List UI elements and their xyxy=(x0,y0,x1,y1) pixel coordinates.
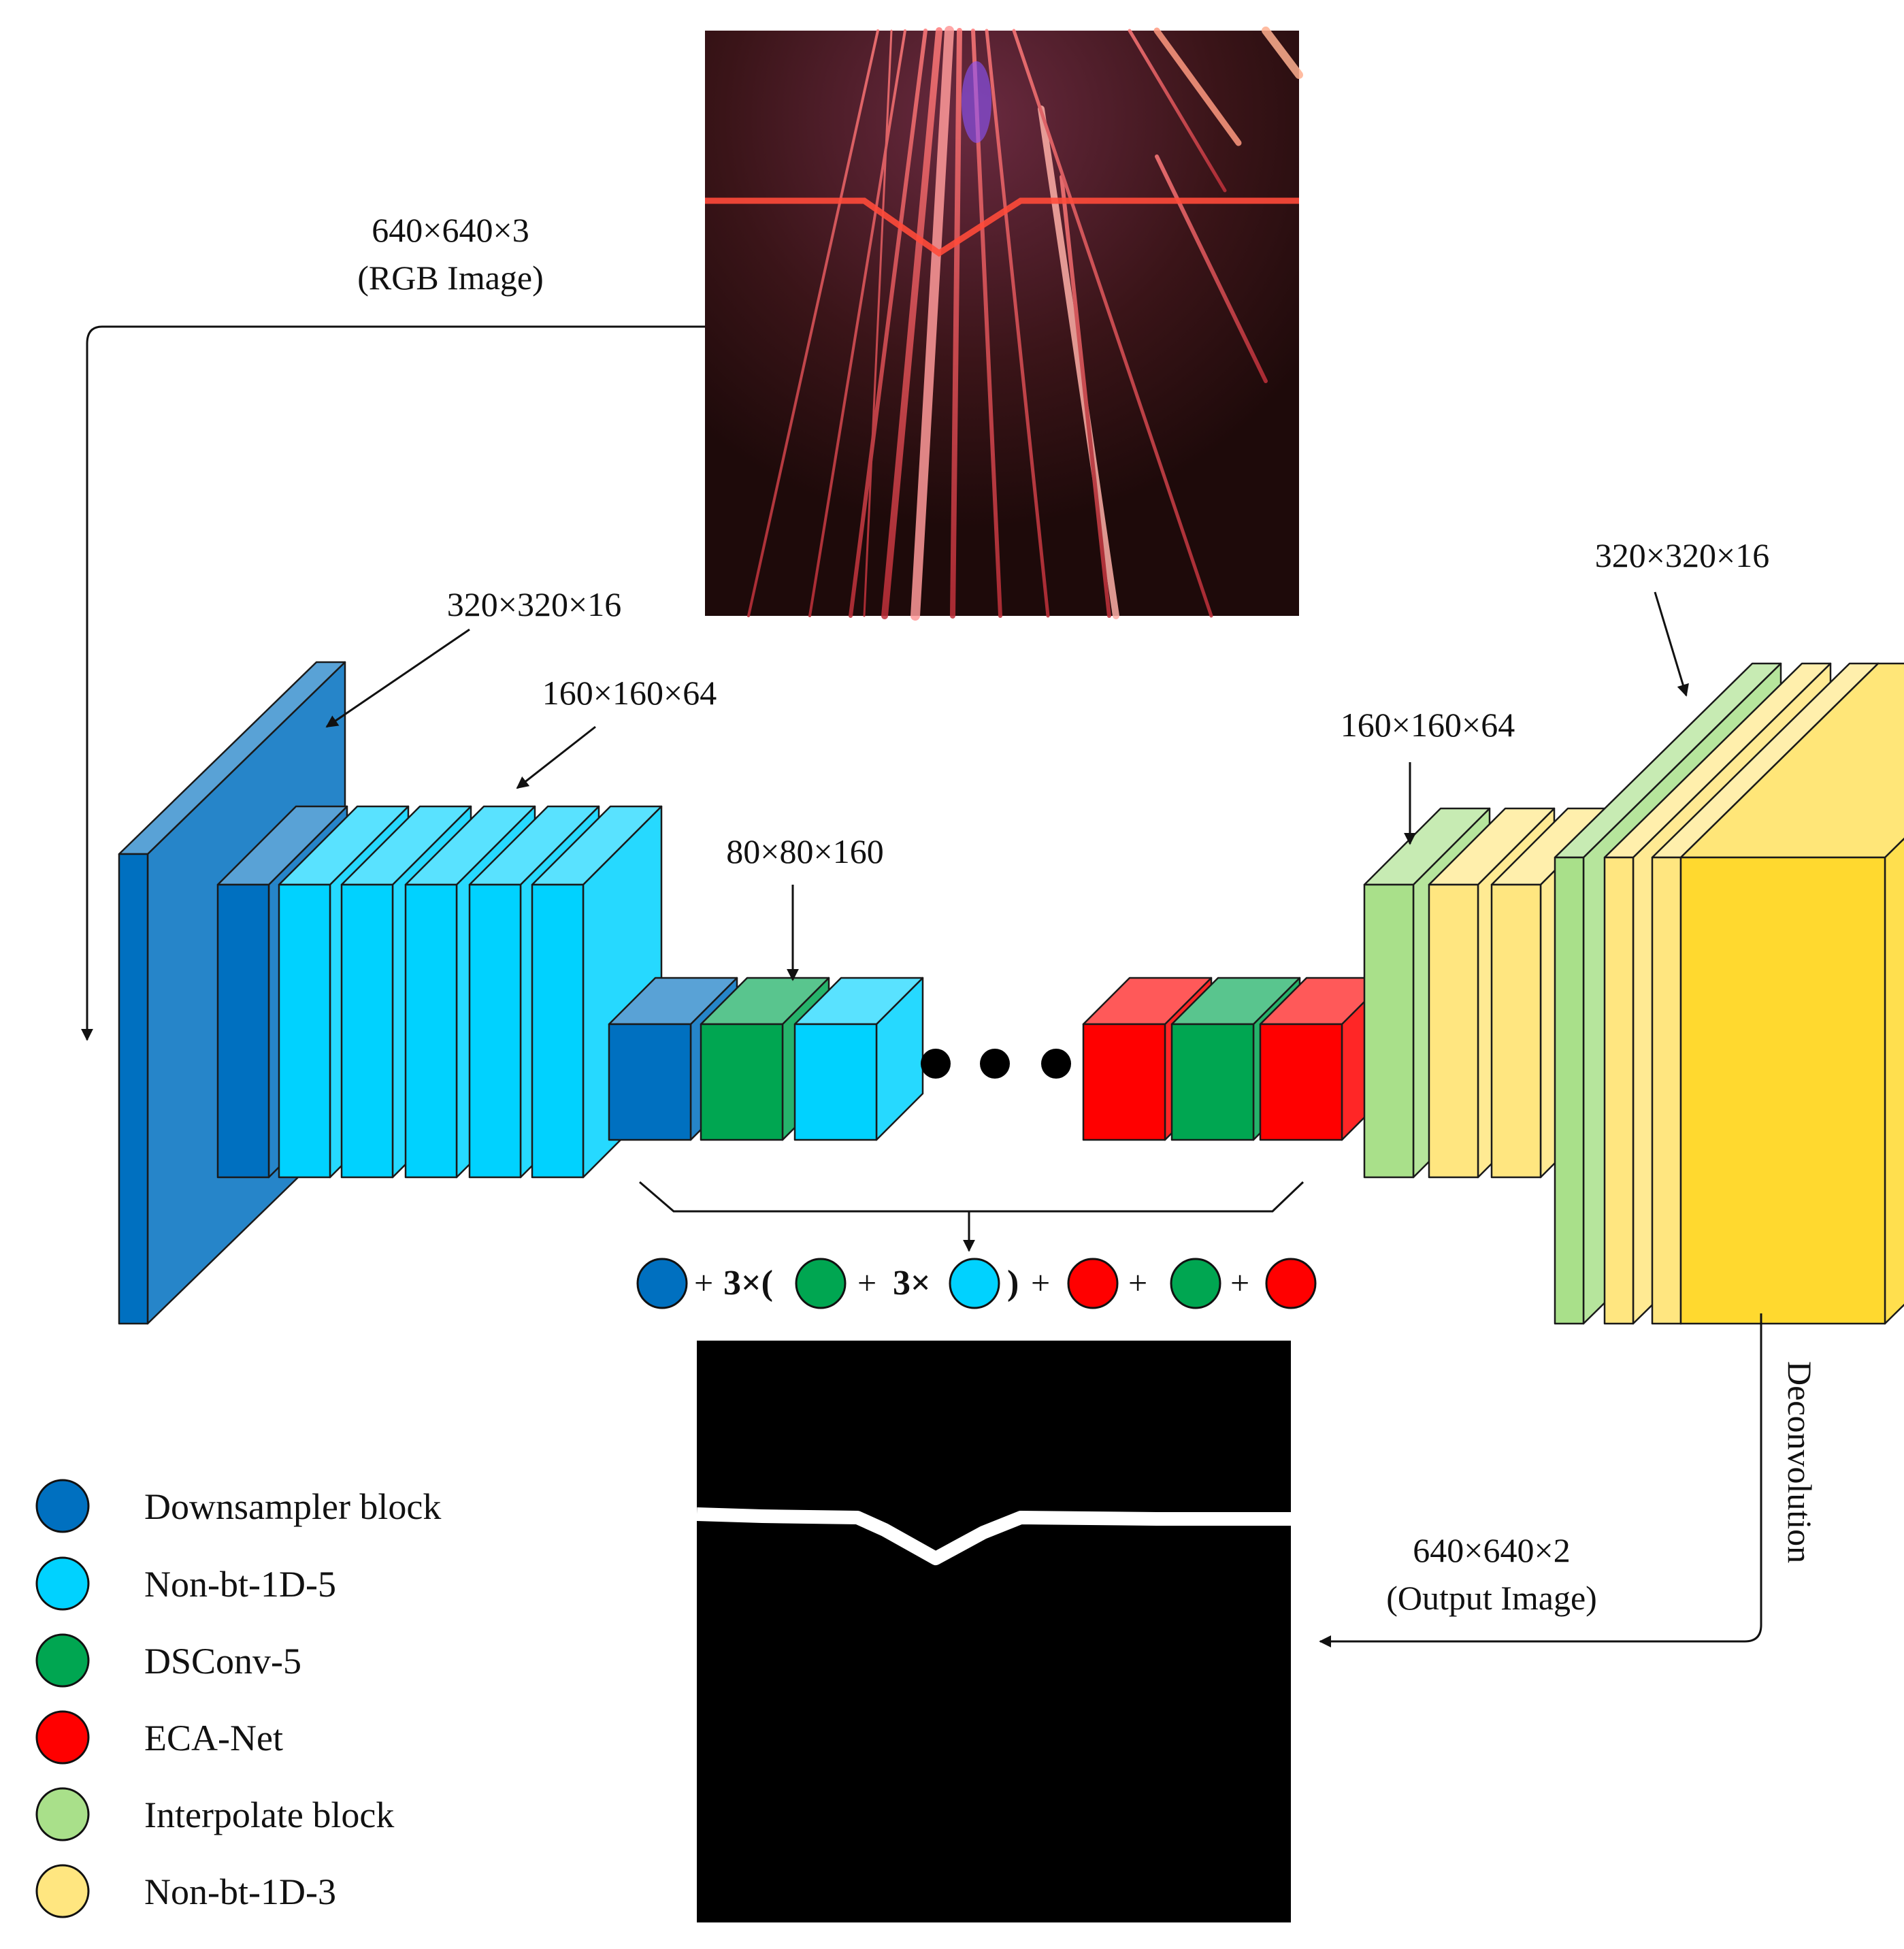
block-front-face xyxy=(1490,883,1542,1179)
deconv-arrow xyxy=(1319,1313,1762,1648)
block-front-face xyxy=(468,883,522,1179)
legend-swatch xyxy=(35,1864,90,1918)
enc2-pointer xyxy=(516,725,596,789)
deconv-label: Deconvolution xyxy=(1781,1361,1819,1563)
formula-dsconv-circle-2 xyxy=(1170,1258,1221,1309)
formula-eca-circle-2 xyxy=(1265,1258,1317,1309)
legend: Downsampler block Non-bt-1D-5 DSConv-5 E… xyxy=(35,1479,441,1918)
input-arrow xyxy=(81,325,705,1041)
block-front-face xyxy=(793,1023,878,1141)
legend-swatch xyxy=(35,1633,90,1688)
block-front-face xyxy=(404,883,458,1179)
legend-swatch xyxy=(35,1787,90,1841)
dec2-label: 320×320×16 xyxy=(1595,536,1769,574)
formula-three-open: 3×( xyxy=(723,1264,773,1303)
block-front-face xyxy=(531,883,585,1179)
block-front-face xyxy=(278,883,331,1179)
formula-plus-3: + xyxy=(1031,1264,1050,1302)
output-dims-label: 640×640×2 xyxy=(1413,1531,1570,1569)
network-blocks xyxy=(118,661,1904,1325)
formula-three: 3× xyxy=(893,1264,931,1303)
legend-item: ECA-Net xyxy=(35,1710,283,1765)
block-front-face xyxy=(1170,1023,1255,1141)
formula-plus-2: + xyxy=(857,1264,876,1302)
legend-item: Downsampler block xyxy=(35,1479,441,1533)
block-front-face xyxy=(216,883,270,1179)
block-front-face xyxy=(118,853,149,1325)
legend-item: Interpolate block xyxy=(35,1787,394,1841)
legend-item: DSConv-5 xyxy=(35,1633,301,1688)
legend-label: Interpolate block xyxy=(144,1795,394,1835)
bracket xyxy=(639,1181,1304,1213)
block-front-face xyxy=(1259,1023,1343,1141)
legend-swatch xyxy=(35,1556,90,1611)
legend-label: Non-bt-1D-3 xyxy=(144,1871,336,1912)
non-bt-1d-5-block-mid xyxy=(793,977,924,1141)
enc1-label: 320×320×16 xyxy=(447,585,621,623)
dec1-label: 160×160×64 xyxy=(1341,706,1515,744)
formula-plus-5: + xyxy=(1230,1264,1249,1302)
block-front-face xyxy=(1679,856,1886,1325)
block-front-face xyxy=(1082,1023,1166,1141)
legend-swatch xyxy=(35,1479,90,1533)
input-name-label: (RGB Image) xyxy=(357,259,544,297)
block-front-face xyxy=(1363,883,1415,1179)
formula-eca-circle-1 xyxy=(1067,1258,1119,1309)
block-front-face xyxy=(608,1023,692,1141)
enc2-label: 160×160×64 xyxy=(542,674,717,712)
formula-plus-1: + xyxy=(694,1264,713,1302)
block-front-face xyxy=(340,883,394,1179)
block-front-face xyxy=(700,1023,784,1141)
block-front-face xyxy=(1603,856,1635,1325)
input-dims-label: 640×640×3 xyxy=(372,211,529,249)
legend-label: Non-bt-1D-5 xyxy=(144,1564,336,1605)
input-image xyxy=(705,26,1303,621)
block-front-face xyxy=(1428,883,1479,1179)
ellipsis-dots xyxy=(921,1049,1071,1079)
formula-plus-4: + xyxy=(1128,1264,1147,1302)
legend-item: Non-bt-1D-5 xyxy=(35,1556,336,1611)
dec2-pointer xyxy=(1654,591,1689,697)
legend-item: Non-bt-1D-3 xyxy=(35,1864,336,1918)
enc1-pointer xyxy=(325,628,470,728)
block-front-face xyxy=(1554,856,1585,1325)
formula-nonbt5-circle xyxy=(949,1258,1000,1309)
legend-label: DSConv-5 xyxy=(144,1641,301,1682)
block-formula: + 3×( + 3× ) + + + xyxy=(636,1258,1317,1309)
connectors xyxy=(81,325,1762,1648)
formula-close: ) xyxy=(1007,1264,1019,1303)
enc3-label: 80×80×160 xyxy=(726,832,883,870)
formula-downsampler-circle xyxy=(636,1258,688,1309)
output-mask-image xyxy=(696,1341,1291,1922)
legend-label: ECA-Net xyxy=(144,1718,283,1758)
non-bt-1d-3-block-5 xyxy=(1679,662,1904,1325)
legend-swatch xyxy=(35,1710,90,1765)
formula-dsconv-circle xyxy=(795,1258,847,1309)
output-name-label: (Output Image) xyxy=(1386,1579,1597,1617)
block-front-face xyxy=(1651,856,1682,1325)
legend-label: Downsampler block xyxy=(144,1486,441,1527)
non-bt-1d-5-block-5 xyxy=(531,805,663,1179)
